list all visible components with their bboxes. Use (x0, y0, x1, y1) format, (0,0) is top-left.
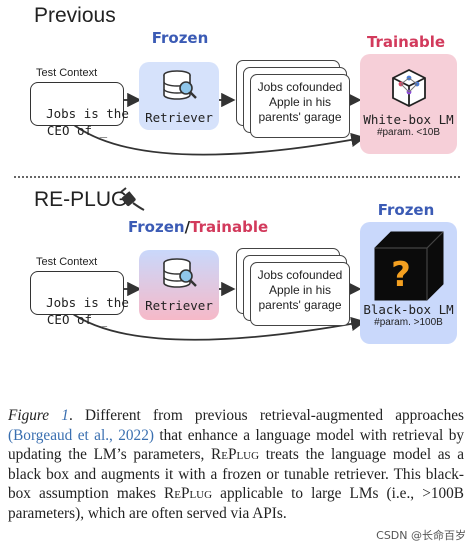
caption-text-d: applicable to large LMs (i.e., >100B par… (8, 485, 464, 522)
replug-retriever-box: Retriever (139, 250, 219, 320)
replug-input-box: Jobs is the CEO of _ (30, 271, 129, 327)
replug-title: RE-PLUG (34, 188, 128, 211)
replug-doc-text: Jobs cofounded Apple in his parents' gar… (257, 268, 343, 312)
replug-input-text: Jobs is the CEO of _ (46, 295, 129, 327)
replug-lm-frozen-label: Frozen (377, 201, 435, 219)
question-mark: ? (391, 255, 411, 295)
previous-doc-front: Jobs cofounded Apple in his parents' gar… (250, 74, 350, 138)
previous-lm-param: #param. <10B (376, 127, 441, 138)
previous-lm-box: White-box LM #param. <10B (360, 54, 457, 154)
black-cube-question-icon: ? (374, 231, 443, 301)
previous-frozen-label: Frozen (151, 29, 209, 47)
replug-lm-box: ? Black-box LM #param. >100B (360, 222, 457, 344)
caption-figure-number[interactable]: 1 (61, 407, 69, 424)
caption-text-b: that enhance a language model with retri… (8, 426, 464, 464)
replug-doc-front: Jobs cofounded Apple in his parents' gar… (250, 262, 350, 326)
previous-test-context-label: Test Context (36, 67, 98, 79)
previous-input-box: Jobs is the CEO of _ (30, 82, 129, 138)
replug-retriever-label: Retriever (145, 298, 213, 313)
previous-input-text: Jobs is the CEO of _ (46, 106, 129, 138)
replug-slash: / (184, 218, 191, 236)
caption-text-a: . Different from previous retrieval-augm… (68, 407, 464, 424)
database-icon (163, 70, 197, 100)
caption-citation-link[interactable]: (Borgeaud et al., 2022) (8, 426, 154, 444)
replug-role-label: Frozen/Trainable (128, 218, 268, 236)
magnifier-icon (179, 269, 193, 283)
replug-lm-param: #param. >100B (374, 317, 443, 328)
previous-lm-label: White-box LM (363, 112, 454, 127)
previous-trainable-label: Trainable (366, 33, 446, 51)
database-icon (163, 258, 197, 288)
magnifier-icon (179, 81, 193, 95)
previous-doc-text: Jobs cofounded Apple in his parents' gar… (257, 80, 343, 124)
previous-retriever-box: Retriever (139, 62, 219, 130)
context-to-lm-arrow (69, 121, 366, 156)
caption-replug-2: RePlug (164, 485, 213, 502)
replug-frozen-label: Frozen (128, 218, 185, 236)
section-divider (14, 176, 460, 178)
neural-network-cube-icon (391, 68, 426, 108)
previous-retriever-label: Retriever (145, 110, 213, 125)
caption-figure-word: Figure (8, 407, 50, 424)
replug-trainable-label: Trainable (190, 218, 269, 236)
previous-title: Previous (34, 4, 116, 27)
figure-caption: Figure 1. Different from previous retrie… (8, 406, 464, 523)
plug-icon (120, 187, 145, 211)
replug-test-context-label: Test Context (36, 256, 98, 268)
csdn-watermark: CSDN @长命百岁️ (376, 529, 466, 542)
replug-lm-label: Black-box LM (363, 302, 454, 317)
caption-replug-1: RePlug (211, 446, 260, 463)
replug-context-to-lm-arrow (69, 311, 366, 341)
caption-text-c: treats the language model as a black box… (8, 446, 464, 502)
